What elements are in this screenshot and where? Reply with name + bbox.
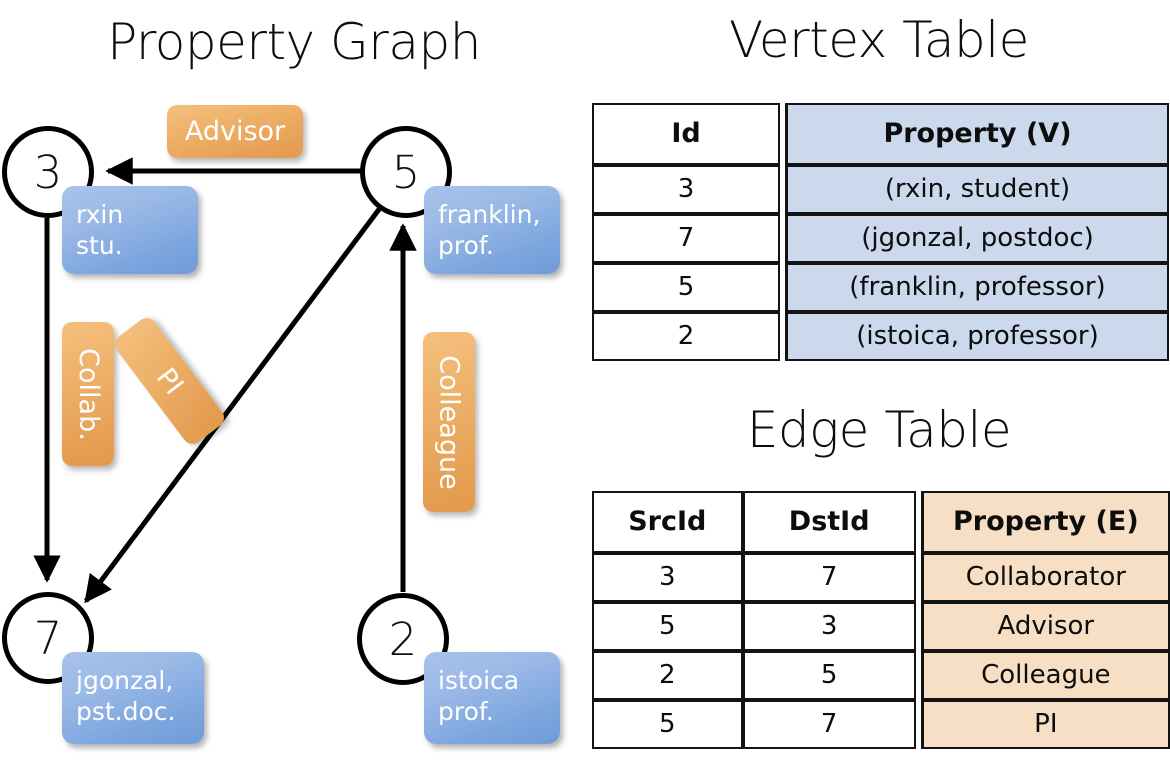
table-row[interactable]: 2 5 Colleague [592,651,1170,700]
edge-label-badge-advisor: Advisor [167,105,303,158]
edge-cell-property: Advisor [920,602,1170,651]
vertex-cell-id: 3 [592,165,780,214]
vertex-badge-line2: stu. [76,231,123,260]
page-title-property-graph: Property Graph [107,13,481,71]
edge-label-text: Colleague [433,354,465,490]
edge-label-badge-colleague: Colleague [423,332,475,512]
table-row[interactable]: 5 (franklin, professor) [592,263,1169,312]
table-row[interactable]: 5 7 PI [592,700,1170,749]
vertex-badge-line1: istoica [438,666,520,695]
vertex-cell-id: 7 [592,214,780,263]
edge-cell-property: Collaborator [920,553,1170,602]
vertex-property-badge-5: franklin, prof. [424,186,560,274]
table-row[interactable]: 3 7 Collaborator [592,553,1170,602]
vertex-table: Id Property (V) 3 (rxin, student) 7 (jgo… [592,103,1169,361]
vertex-badge-line1: rxin [76,200,124,229]
graph-node-2[interactable]: 2 [357,593,449,685]
edge-cell-dstid: 7 [742,553,916,602]
vertex-table-header-row: Id Property (V) [592,103,1169,165]
vertex-badge-line2: pst.doc. [76,697,176,726]
edge-cell-dstid: 5 [742,651,916,700]
edge-table-header-dstid: DstId [742,491,916,553]
vertex-cell-property: (rxin, student) [785,165,1169,214]
table-row[interactable]: 7 (jgonzal, postdoc) [592,214,1169,263]
graph-node-5[interactable]: 5 [360,126,452,218]
vertex-cell-id: 5 [592,263,780,312]
edge-cell-srcid: 5 [592,700,743,749]
edge-cell-srcid: 5 [592,602,743,651]
vertex-cell-property: (franklin, professor) [785,263,1169,312]
edge-5-to-7 [83,206,383,604]
table-row[interactable]: 3 (rxin, student) [592,165,1169,214]
edge-label-text: PI [149,361,190,401]
page-title-edge-table: Edge Table [746,401,1012,459]
table-row[interactable]: 5 3 Advisor [592,602,1170,651]
vertex-badge-line1: jgonzal, [76,666,174,695]
edge-label-badge-collab: Collab. [62,322,114,466]
edge-cell-dstid: 3 [742,602,916,651]
edge-cell-srcid: 2 [592,651,743,700]
edge-table: SrcId DstId Property (E) 3 7 Collaborato… [592,491,1170,749]
vertex-badge-line2: prof. [438,697,494,726]
edge-cell-dstid: 7 [742,700,916,749]
edge-cell-property: Colleague [920,651,1170,700]
vertex-cell-property: (jgonzal, postdoc) [785,214,1169,263]
vertex-table-header-id: Id [592,103,780,165]
vertex-table-header-property: Property (V) [785,103,1169,165]
edge-label-text: Collab. [72,347,104,441]
edge-cell-srcid: 3 [592,553,743,602]
vertex-badge-line2: prof. [438,231,494,260]
vertex-badge-line1: franklin, [438,200,541,229]
property-graph-diagram: 3 5 7 2 rxin stu. franklin, prof. jgonza… [2,105,560,744]
graph-edges-layer [33,157,417,604]
vertex-cell-id: 2 [592,312,780,361]
edge-table-header-srcid: SrcId [592,491,743,553]
vertex-property-badge-7: jgonzal, pst.doc. [62,652,204,744]
edge-label-text: Advisor [184,116,286,147]
table-row[interactable]: 2 (istoica, professor) [592,312,1169,361]
edge-table-header-row: SrcId DstId Property (E) [592,491,1170,553]
edge-table-header-property: Property (E) [920,491,1170,553]
vertex-property-badge-3: rxin stu. [62,186,198,274]
edge-cell-property: PI [920,700,1170,749]
page-title-vertex-table: Vertex Table [729,11,1029,69]
vertex-property-badge-2: istoica prof. [424,652,560,744]
vertex-cell-property: (istoica, professor) [785,312,1169,361]
